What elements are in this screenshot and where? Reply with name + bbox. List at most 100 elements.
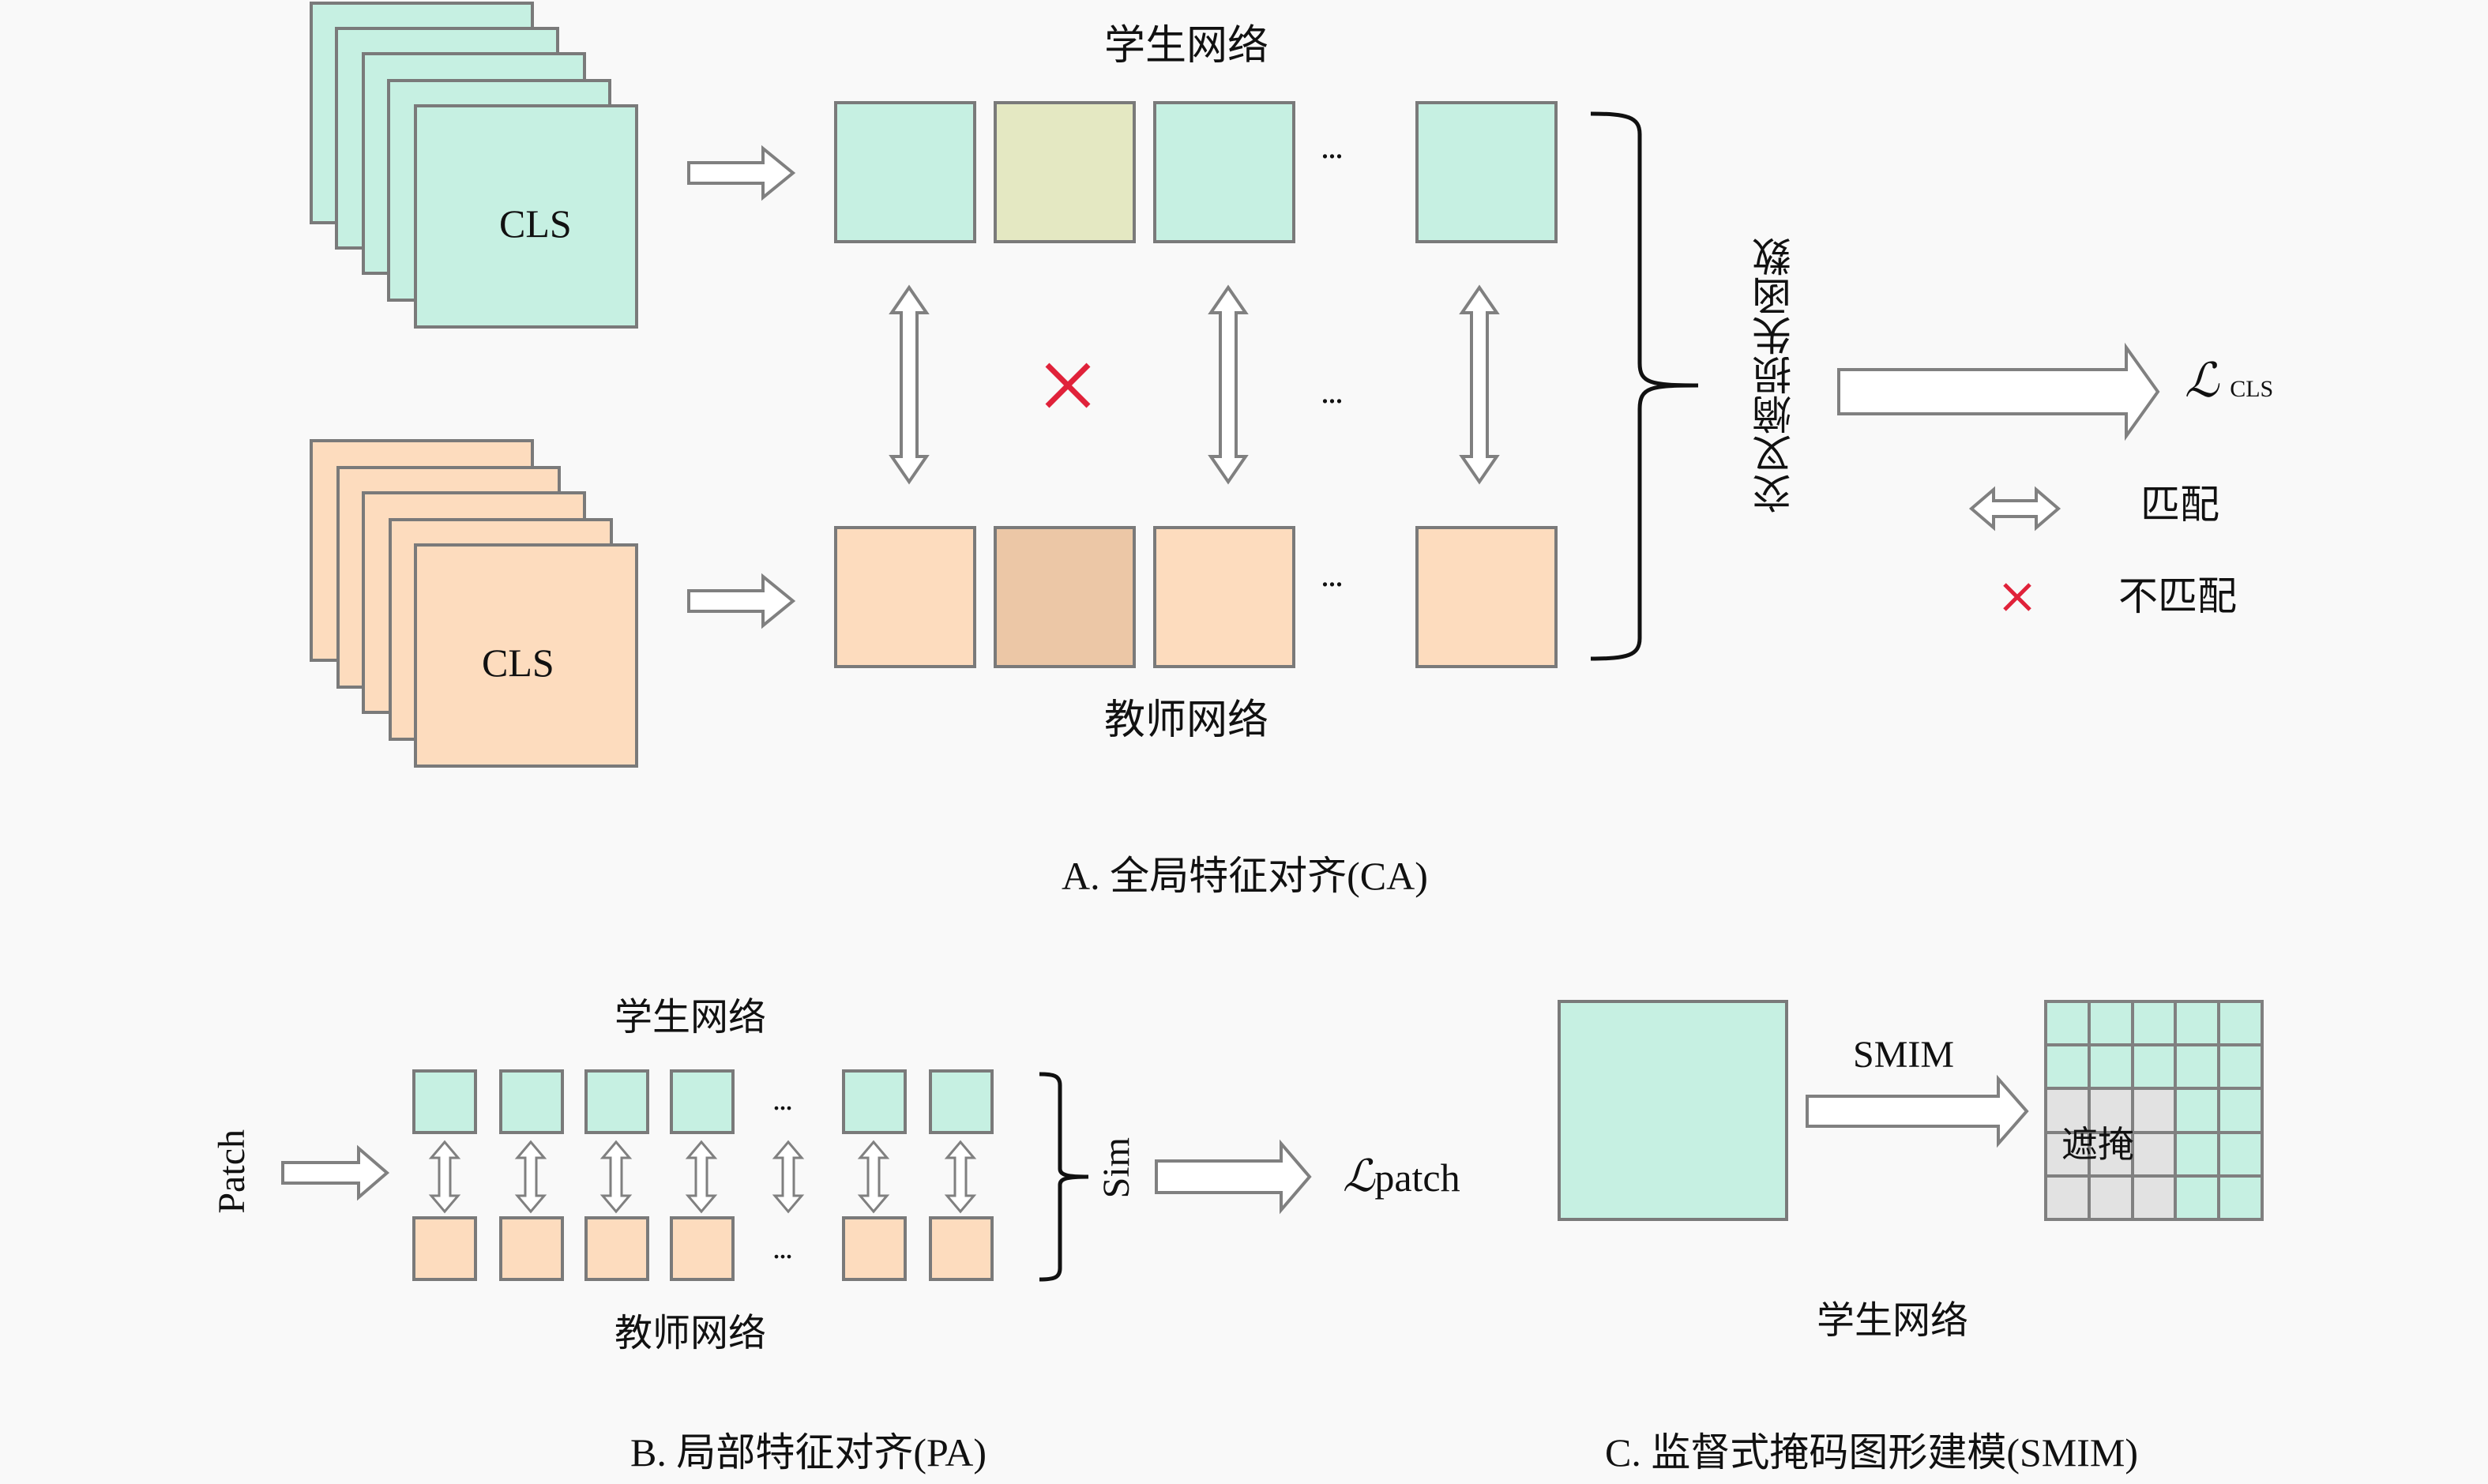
- stack-card-front: [414, 543, 638, 768]
- right-brace: [1590, 111, 1699, 661]
- visible-patch: [2047, 1003, 2088, 1044]
- loss-script-l: ℒ: [1343, 1152, 1375, 1201]
- student-token: [1415, 101, 1558, 243]
- patch-input-label: Patch: [211, 1129, 253, 1214]
- masked-patch: [2133, 1090, 2174, 1131]
- loss-subscript: patch: [1374, 1155, 1460, 1200]
- visible-patch: [2220, 1003, 2261, 1044]
- stack-card-front: [414, 104, 638, 329]
- visible-patch: [2220, 1046, 2261, 1088]
- visible-patch: [2133, 1003, 2174, 1044]
- visible-patch: [2177, 1003, 2218, 1044]
- visible-patch: [2133, 1046, 2174, 1088]
- student-patch: [929, 1069, 994, 1134]
- visible-patch: [2177, 1046, 2218, 1088]
- match-arrow-icon: [889, 284, 930, 485]
- student-network-label: 学生网络: [1104, 22, 1269, 70]
- teacher-token: [1153, 526, 1295, 668]
- visible-patch: [2177, 1177, 2218, 1218]
- student-token: [1153, 101, 1295, 243]
- loss-arrow-icon: [1155, 1139, 1312, 1215]
- student-network-label: 学生网络: [1817, 1298, 1969, 1343]
- loss-script-l: ℒ: [2185, 355, 2219, 407]
- right-brace: [1039, 1072, 1089, 1282]
- student-token: [834, 101, 976, 243]
- teacher-patch: [412, 1216, 477, 1281]
- masked-patch: [2133, 1177, 2174, 1218]
- teacher-token-mismatch: [994, 526, 1136, 668]
- teacher-patch: [842, 1216, 907, 1281]
- student-patch: [499, 1069, 564, 1134]
- loss-arrow-icon: [1837, 342, 2160, 441]
- legend-mismatch-x-icon: [2003, 583, 2031, 611]
- match-arrow-icon: [772, 1140, 805, 1214]
- visible-patch: [2220, 1177, 2261, 1218]
- visible-patch: [2220, 1090, 2261, 1131]
- masked-patch: [2133, 1133, 2174, 1174]
- masked-patch-grid: [2044, 1000, 2264, 1221]
- caption-text: B. 局部特征对齐(PA): [630, 1430, 987, 1475]
- loss-function-label: 交叉熵损失函数: [1752, 237, 1798, 513]
- visible-patch: [2090, 1003, 2131, 1044]
- match-arrow-icon: [599, 1140, 633, 1214]
- match-arrow-icon: [944, 1140, 977, 1214]
- caption-text: A. 全局特征对齐(CA): [1062, 854, 1428, 898]
- right-arrow-icon: [281, 1144, 390, 1201]
- mask-label: 遮掩: [2061, 1123, 2134, 1166]
- masked-patch: [2047, 1090, 2088, 1131]
- teacher-token: [834, 526, 976, 668]
- right-arrow-icon: [687, 573, 796, 629]
- legend-match-arrow-icon: [1968, 486, 2061, 532]
- visible-patch: [2220, 1133, 2261, 1174]
- ellipsis: ...: [1321, 127, 1344, 166]
- legend-mismatch-label: 不匹配: [2118, 573, 2237, 619]
- teacher-network-label: 教师网络: [614, 1311, 767, 1355]
- smim-label: SMIM: [1853, 1034, 1955, 1076]
- ellipsis: ...: [1321, 555, 1344, 594]
- teacher-patch: [670, 1216, 735, 1281]
- student-cls-label: CLS: [499, 201, 572, 246]
- match-arrow-icon: [428, 1140, 461, 1214]
- ellipsis: ...: [772, 1081, 793, 1117]
- masked-patch: [2090, 1177, 2131, 1218]
- section-a-caption: A. 全局特征对齐(CA): [1062, 856, 1428, 896]
- right-arrow-icon: [1806, 1074, 2029, 1148]
- masked-patch: [2047, 1133, 2088, 1174]
- student-network-label: 学生网络: [614, 995, 767, 1039]
- teacher-patch: [584, 1216, 649, 1281]
- loss-subscript: CLS: [2230, 376, 2274, 402]
- student-patch: [670, 1069, 735, 1134]
- student-patch: [412, 1069, 477, 1134]
- visible-patch: [2090, 1046, 2131, 1088]
- section-c-caption: C. 监督式掩码图形建模(SMIM): [1605, 1433, 2138, 1472]
- match-arrow-icon: [514, 1140, 547, 1214]
- ellipsis: ...: [772, 1230, 793, 1265]
- section-b-caption: B. 局部特征对齐(PA): [630, 1433, 987, 1472]
- teacher-cls-label: CLS: [482, 641, 554, 685]
- student-patch: [584, 1069, 649, 1134]
- student-feature-map: [1558, 1000, 1788, 1221]
- sim-label: Sim: [1096, 1137, 1137, 1199]
- patch-loss-symbol: ℒpatch: [1343, 1155, 1460, 1199]
- student-patch: [842, 1069, 907, 1134]
- ellipsis: ...: [1321, 372, 1344, 411]
- legend-match-label: 匹配: [2140, 482, 2219, 528]
- right-arrow-icon: [687, 145, 796, 201]
- match-arrow-icon: [1459, 284, 1500, 485]
- match-arrow-icon: [857, 1140, 890, 1214]
- student-token-mismatch: [994, 101, 1136, 243]
- masked-patch: [2090, 1090, 2131, 1131]
- visible-patch: [2177, 1133, 2218, 1174]
- caption-text: C. 监督式掩码图形建模(SMIM): [1605, 1430, 2139, 1475]
- masked-patch: [2090, 1133, 2131, 1174]
- match-arrow-icon: [1208, 284, 1249, 485]
- teacher-patch: [929, 1216, 994, 1281]
- teacher-network-label: 教师网络: [1104, 697, 1269, 744]
- visible-patch: [2177, 1090, 2218, 1131]
- match-arrow-icon: [685, 1140, 718, 1214]
- teacher-patch: [499, 1216, 564, 1281]
- cls-loss-symbol: ℒ CLS: [2185, 357, 2273, 404]
- teacher-token: [1415, 526, 1558, 668]
- mismatch-x-icon: [1045, 363, 1091, 408]
- visible-patch: [2047, 1046, 2088, 1088]
